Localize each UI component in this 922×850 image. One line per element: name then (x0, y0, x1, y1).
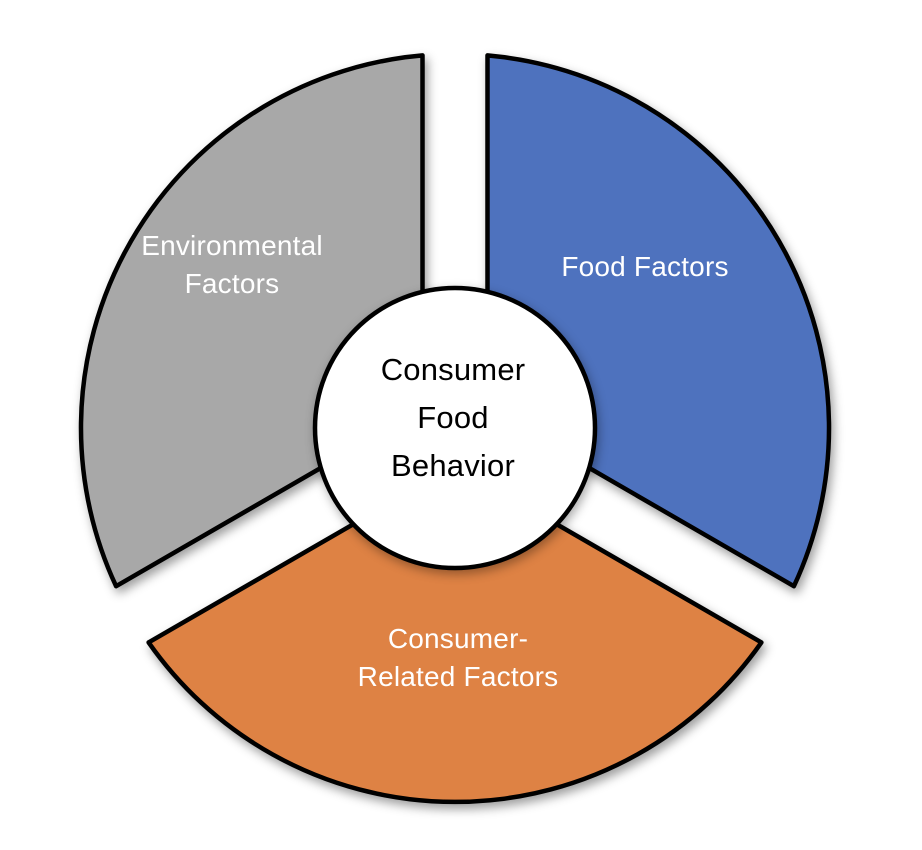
center-circle (312, 285, 598, 571)
segment-consumer-related-shape (146, 463, 764, 805)
